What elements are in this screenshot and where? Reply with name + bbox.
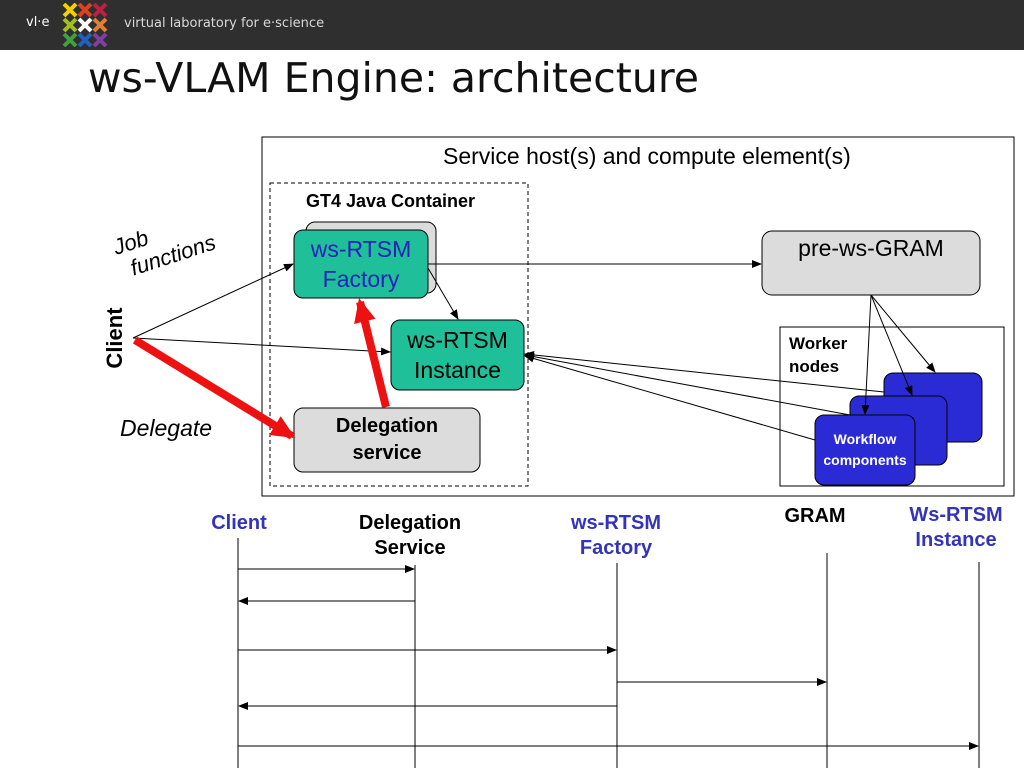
lifeline-label-client: Client — [159, 511, 319, 536]
host-box-label: Service host(s) and compute element(s) — [443, 143, 851, 169]
lifeline-label-instance: Ws-RTSM Instance — [876, 503, 1024, 553]
arrow-factory-to-instance — [427, 267, 459, 320]
lifeline-label-line: Service — [374, 537, 446, 559]
lifeline-label-line: Ws-RTSM — [909, 504, 1003, 526]
brand-name: vl·e — [26, 15, 50, 30]
workflow-box-front — [814, 414, 916, 486]
logo-mark — [92, 32, 108, 47]
logo-mark — [77, 32, 93, 47]
delegation-box — [293, 407, 481, 473]
lifeline-label-line: Instance — [915, 529, 997, 551]
logo-mark — [77, 17, 93, 33]
lifeline-label-line: GRAM — [784, 505, 846, 527]
arrow-gram-to-worker-2 — [870, 294, 913, 396]
worker-label-line2: nodes — [789, 357, 840, 376]
factory-label-line2: Factory — [322, 266, 400, 292]
lifeline-label-line: Factory — [579, 537, 653, 559]
client-vertical-label: Client — [102, 307, 127, 369]
arrow-client-to-instance — [132, 337, 391, 356]
logo-mark — [62, 3, 78, 18]
arrow-gram-to-worker-3 — [870, 294, 936, 373]
arrow-worker-to-instance-1 — [524, 350, 885, 393]
service-host-box — [261, 136, 1015, 497]
worker-label-line1: Worker — [789, 334, 848, 353]
workflow-label-line2: components — [823, 452, 907, 468]
arrow-gram-to-worker-1 — [861, 294, 872, 415]
lifeline-label-gram: GRAM — [735, 504, 895, 529]
red-arrow-client-to-delegation — [132, 336, 296, 440]
delegation-label-line1: Delegation — [335, 415, 439, 437]
brand-tagline: virtual laboratory for e·science — [124, 16, 325, 31]
container-label: GT4 Java Container — [306, 191, 476, 211]
lifeline-label-line: ws-RTSM — [571, 512, 661, 534]
arrow-worker-to-instance-3 — [524, 354, 816, 441]
instance-label-line2: Instance — [414, 357, 501, 383]
arrow-client-to-factory — [132, 263, 294, 339]
lifeline-label-line: Delegation — [358, 512, 462, 534]
gram-box-label: pre-ws-GRAM — [798, 235, 944, 261]
logo-mark — [92, 3, 108, 18]
red-arrow-delegation-to-factory — [354, 298, 390, 408]
slide-title: ws-VLAM Engine: architecture — [88, 54, 700, 102]
delegate-label: Delegate — [120, 415, 213, 441]
vle-logo-icon — [62, 3, 108, 47]
lifeline-label-factory: ws-RTSM Factory — [536, 511, 696, 561]
factory-label-line1: ws-RTSM — [310, 236, 412, 262]
header-bar: vl·e virtual laboratory for e·science — [0, 0, 1024, 50]
instance-label-line1: ws-RTSM — [407, 327, 508, 353]
workflow-label-line1: Workflow — [833, 431, 897, 447]
logo-mark — [92, 17, 108, 33]
logo-mark — [77, 3, 93, 18]
instance-box — [390, 319, 525, 391]
logo-mark — [62, 17, 78, 33]
gt4-container-box — [269, 182, 529, 487]
logo-mark — [62, 32, 78, 47]
lifeline-label-line: Client — [211, 512, 267, 534]
arrow-worker-to-instance-2 — [524, 352, 851, 416]
delegation-label-line2: service — [352, 442, 422, 464]
